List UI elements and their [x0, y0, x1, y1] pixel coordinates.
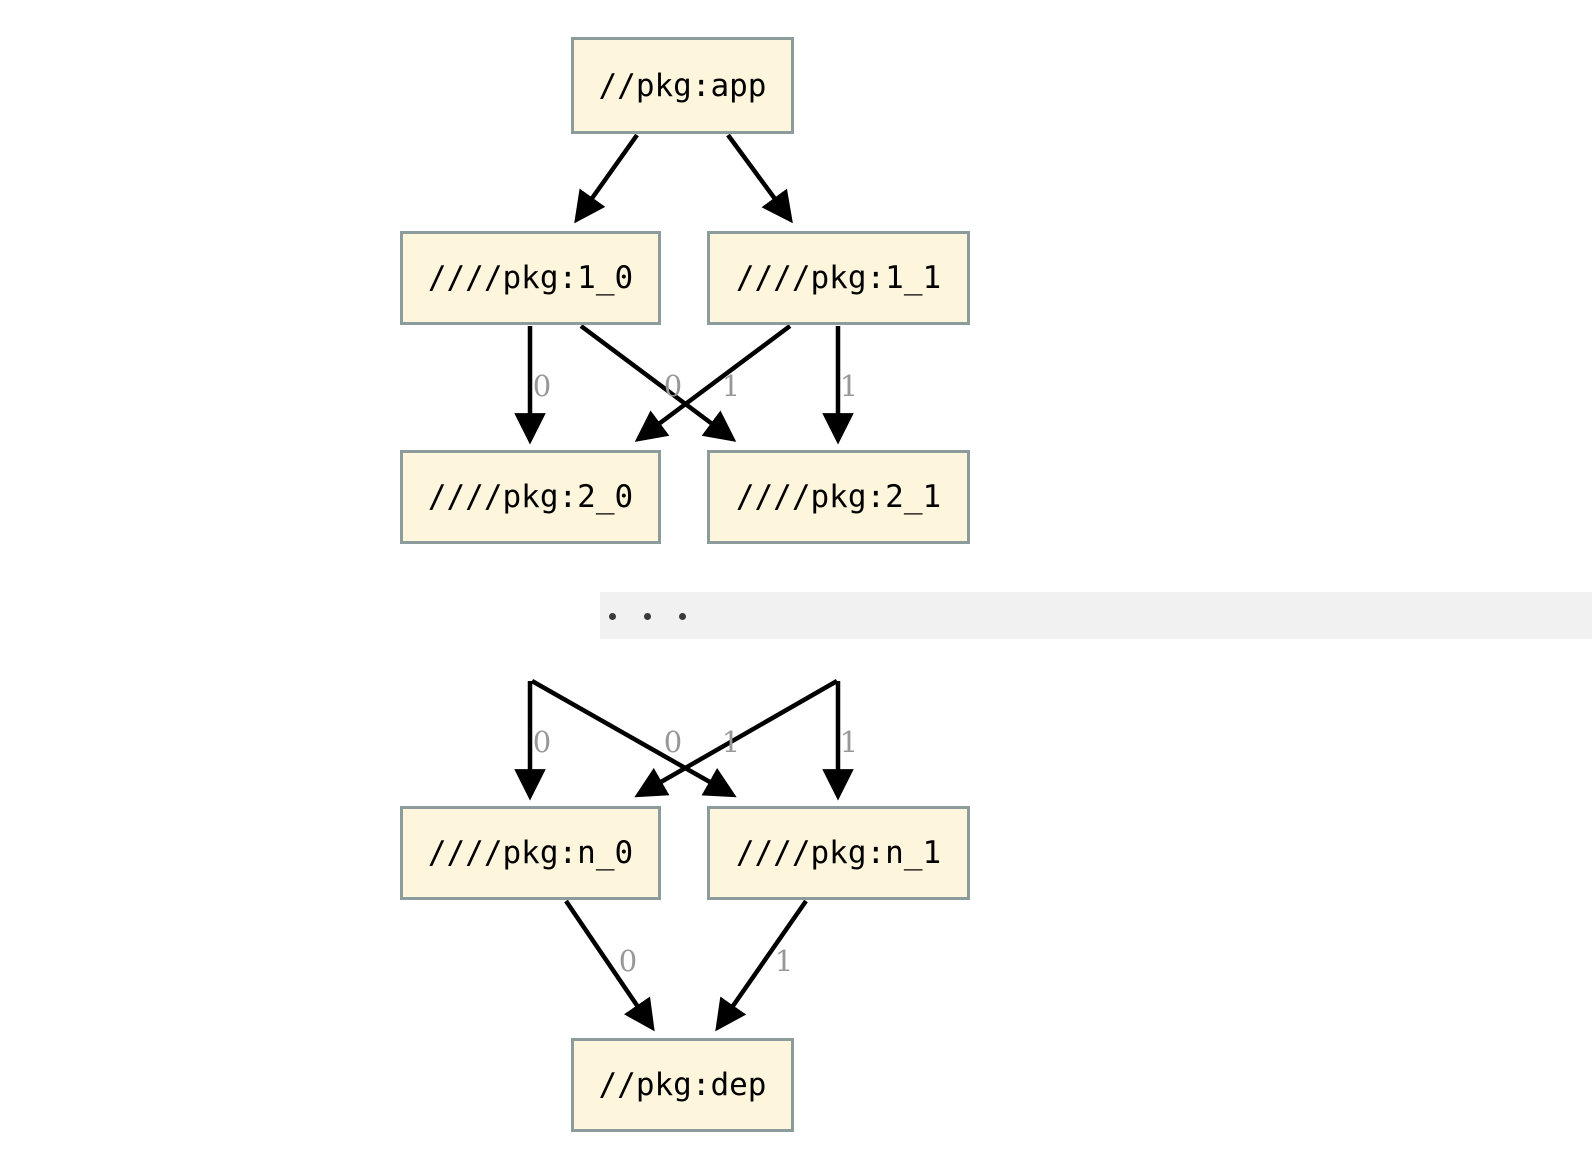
- edge-n_1-to-dep: [715, 899, 808, 1032]
- node-app[interactable]: //pkg:app: [571, 37, 794, 134]
- node-label-pkg-1_0: ////pkg:1_0: [427, 260, 634, 296]
- edge-upper-to-n_1: [530, 679, 737, 798]
- ellipsis-dots: [609, 613, 686, 620]
- node-pkg-n_1[interactable]: ////pkg:n_1: [707, 806, 970, 900]
- edge-1_1-to-2_0: [634, 324, 792, 442]
- edge-label: 1: [839, 369, 859, 403]
- node-pkg-1_0[interactable]: ////pkg:1_0: [400, 231, 661, 325]
- node-pkg-2_0[interactable]: ////pkg:2_0: [400, 450, 661, 544]
- edge-label: 1: [721, 369, 741, 403]
- edge-label: 0: [532, 725, 552, 759]
- node-label-pkg-2_1: ////pkg:2_1: [735, 479, 942, 515]
- edge-app-to-1_1: [726, 133, 793, 224]
- node-label-pkg-n_0: ////pkg:n_0: [427, 835, 634, 871]
- ellipsis-dot-2: [644, 613, 651, 620]
- ellipsis-dot-3: [679, 613, 686, 620]
- edge-n_0-to-dep: [564, 899, 655, 1032]
- node-pkg-n_0[interactable]: ////pkg:n_0: [400, 806, 661, 900]
- node-label-pkg-n_1: ////pkg:n_1: [735, 835, 942, 871]
- edge-1_0-to-2_1: [579, 324, 737, 442]
- edge-label: 1: [774, 944, 794, 978]
- node-pkg-1_1[interactable]: ////pkg:1_1: [707, 231, 970, 325]
- edge-label: 1: [839, 725, 859, 759]
- edge-label: 0: [532, 369, 552, 403]
- node-dep[interactable]: //pkg:dep: [571, 1038, 794, 1132]
- edge-label: 0: [663, 725, 683, 759]
- node-label-pkg-1_1: ////pkg:1_1: [735, 260, 942, 296]
- edge-label: 0: [663, 369, 683, 403]
- ellipsis-dot-1: [609, 613, 616, 620]
- edge-label: 0: [618, 944, 638, 978]
- edge-label: 1: [721, 725, 741, 759]
- edge-app-to-1_0: [574, 133, 639, 224]
- node-pkg-2_1[interactable]: ////pkg:2_1: [707, 450, 970, 544]
- node-label-dep: //pkg:dep: [598, 1067, 767, 1103]
- ellipsis-band: [600, 592, 1592, 639]
- edge-upper-to-n_0-cross: [634, 679, 839, 798]
- node-label-app: //pkg:app: [598, 67, 767, 104]
- node-label-pkg-2_0: ////pkg:2_0: [427, 479, 634, 515]
